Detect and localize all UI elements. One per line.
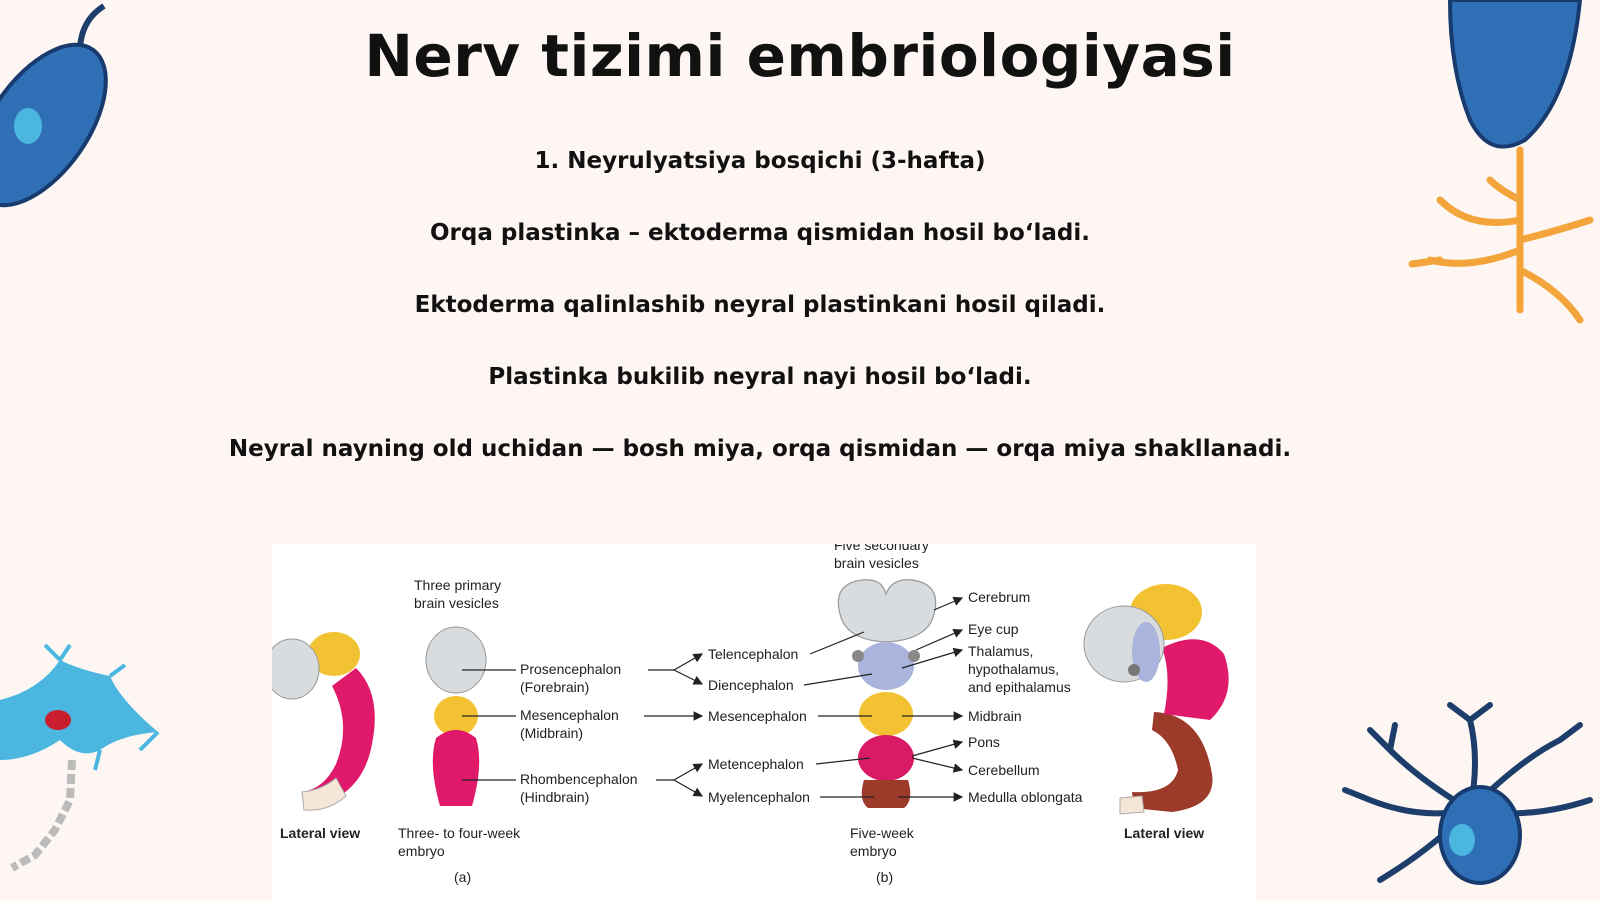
- text-line-4: Plastinka bukilib neyral nayi hosil bo‘l…: [488, 364, 1032, 390]
- label-embryo-a-2: embryo: [398, 843, 445, 859]
- five-secondary-vesicles-illustration: [837, 579, 937, 808]
- label-lateral-view-a: Lateral view: [280, 825, 360, 841]
- label-midbrain-a: (Midbrain): [520, 725, 583, 741]
- label-embryo-a-1: Three- to four-week: [398, 825, 521, 841]
- label-medulla: Medulla oblongata: [968, 789, 1083, 805]
- label-thalamus-2: hypothalamus,: [968, 661, 1059, 677]
- label-brain-vesicles-a: brain vesicles: [414, 595, 499, 611]
- label-myelencephalon: Myelencephalon: [708, 789, 810, 805]
- label-five-week-2: embryo: [850, 843, 897, 859]
- label-panel-a: (a): [454, 869, 471, 885]
- lateral-view-a-illustration: [272, 632, 375, 811]
- neuron-bottom-left-icon: [0, 643, 160, 872]
- label-forebrain: (Forebrain): [520, 679, 589, 695]
- text-line-1: 1. Neyrulyatsiya bosqichi (3-hafta): [534, 148, 986, 174]
- label-diencephalon: Diencephalon: [708, 677, 794, 693]
- label-metencephalon: Metencephalon: [708, 756, 804, 772]
- label-five-secondary: Five secondary: [834, 544, 929, 553]
- label-three-primary: Three primary: [414, 577, 501, 593]
- brain-vesicles-figure: Three primary brain vesicles Prosencepha…: [272, 544, 1256, 900]
- label-cerebellum: Cerebellum: [968, 762, 1040, 778]
- label-brain-vesicles-b: brain vesicles: [834, 555, 919, 571]
- label-lateral-view-b: Lateral view: [1124, 825, 1204, 841]
- label-rhombencephalon: Rhombencephalon: [520, 771, 638, 787]
- label-cerebrum: Cerebrum: [968, 589, 1030, 605]
- label-eye-cup: Eye cup: [968, 621, 1019, 637]
- label-prosencephalon: Prosencephalon: [520, 661, 621, 677]
- text-line-2: Orqa plastinka – ektoderma qismidan hosi…: [429, 220, 1090, 246]
- label-mesencephalon-b: Mesencephalon: [708, 708, 807, 724]
- label-hindbrain: (Hindbrain): [520, 789, 589, 805]
- label-mesencephalon-a: Mesencephalon: [520, 707, 619, 723]
- text-line-3: Ektoderma qalinlashib neyral plastinkani…: [414, 292, 1106, 318]
- neuron-bottom-right-icon: [1342, 702, 1593, 885]
- lateral-view-b-illustration: [1083, 584, 1229, 815]
- three-primary-vesicles-illustration: [425, 626, 487, 806]
- label-five-week-1: Five-week: [850, 825, 915, 841]
- slide-title: Nerv tizimi embriologiyasi: [364, 22, 1236, 90]
- label-thalamus-3: and epithalamus: [968, 679, 1071, 695]
- text-line-5: Neyral nayning old uchidan — bosh miya, …: [228, 436, 1292, 462]
- label-midbrain-b: Midbrain: [968, 708, 1022, 724]
- neuron-top-left-icon: [0, 3, 108, 208]
- label-panel-b: (b): [876, 869, 893, 885]
- neuron-top-right-icon: [1408, 0, 1594, 324]
- label-thalamus-1: Thalamus,: [968, 643, 1033, 659]
- label-pons: Pons: [968, 734, 1000, 750]
- label-telencephalon: Telencephalon: [708, 646, 798, 662]
